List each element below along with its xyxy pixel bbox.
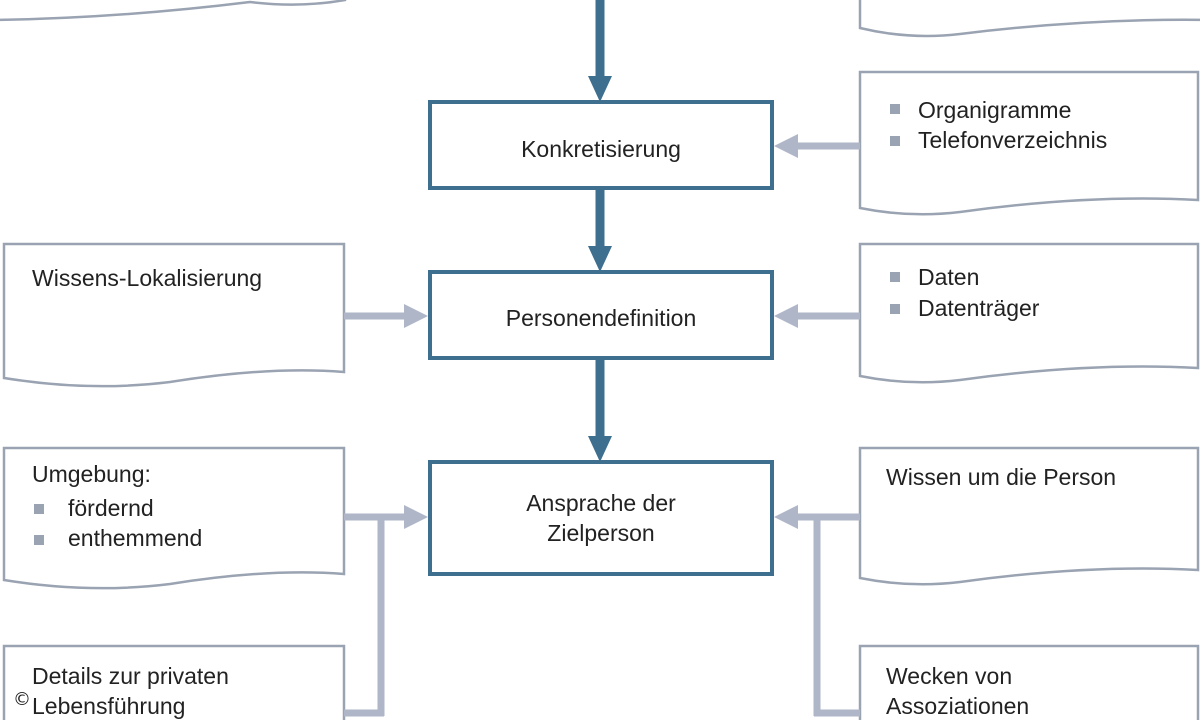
- doc-organigramme-item-1: Organigramme: [918, 97, 1071, 123]
- doc-daten: [858, 242, 1200, 384]
- doc-organigramme: [858, 70, 1200, 216]
- copyright-icon-bg: [10, 686, 34, 710]
- input-arrowhead-daten: [774, 304, 798, 328]
- doc-daten-item-2: Datenträger: [918, 295, 1040, 321]
- process-label-ansprache-line1: Ansprache der: [526, 490, 676, 516]
- bullet-icon: [890, 272, 900, 282]
- doc-wissen-person-label: Wissen um die Person: [886, 464, 1116, 490]
- doc-details-line2: Lebensführung: [32, 693, 185, 719]
- bullet-icon: [890, 104, 900, 114]
- doc-details: [2, 644, 346, 720]
- process-box-personendefinition: [428, 270, 774, 360]
- bullet-icon: [890, 304, 900, 314]
- copyright-icon: ©: [13, 689, 31, 710]
- input-arrowhead-wissens-lokalisierung: [404, 304, 428, 328]
- bullet-icon: [890, 136, 900, 146]
- doc-umgebung-item-2: enthemmend: [68, 525, 202, 551]
- process-box-konkretisierung: [428, 100, 774, 190]
- doc-daten-item-1: Daten: [918, 264, 979, 290]
- doc-wecken: [858, 644, 1200, 720]
- doc-wecken-line1: Wecken von: [886, 663, 1012, 689]
- input-arrowhead-umgebung: [404, 505, 428, 529]
- process-label-ansprache-line2: Zielperson: [547, 520, 654, 546]
- doc-wecken-line2: Assoziationen: [886, 693, 1029, 719]
- doc-top-left: [0, 0, 347, 22]
- process-label-konkretisierung: Konkretisierung: [521, 136, 681, 162]
- doc-umgebung-heading: Umgebung:: [32, 461, 151, 487]
- doc-top-right: [858, 0, 1200, 38]
- process-box-ansprache: [428, 460, 774, 576]
- doc-organigramme-item-2: Telefonverzeichnis: [918, 127, 1107, 153]
- bullet-icon: [34, 504, 44, 514]
- bullet-icon: [34, 535, 44, 545]
- doc-umgebung: [2, 446, 346, 590]
- process-label-personendefinition: Personendefinition: [506, 305, 697, 331]
- flow-arrowhead-1: [588, 246, 612, 272]
- doc-wissens-lokalisierung-label: Wissens-Lokalisierung: [32, 265, 262, 291]
- doc-wissen-person: [858, 446, 1200, 586]
- flow-arrowhead-top: [588, 76, 612, 102]
- input-arrowhead-organigramme: [774, 134, 798, 158]
- flow-arrowhead-2: [588, 436, 612, 462]
- doc-wissens-lokalisierung: [2, 242, 346, 388]
- doc-umgebung-item-1: fördernd: [68, 495, 154, 521]
- doc-details-line1: Details zur privaten: [32, 663, 229, 689]
- input-arrowhead-wissen-person: [774, 505, 798, 529]
